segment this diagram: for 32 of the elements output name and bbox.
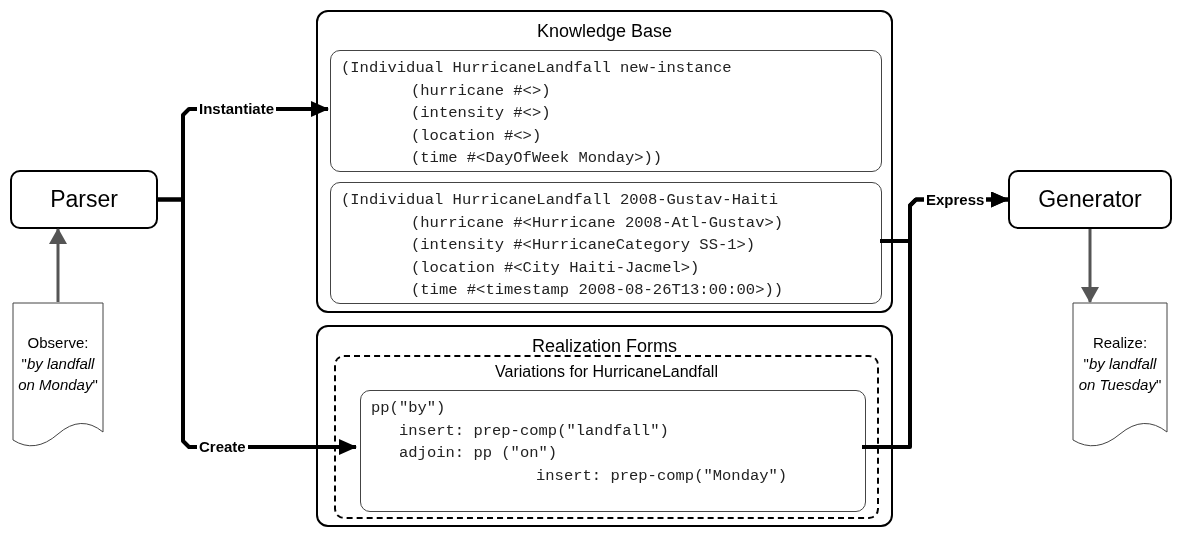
connector-arrow xyxy=(49,228,67,302)
document-heading: Observe: xyxy=(27,333,89,353)
container-box xyxy=(316,325,893,527)
connector-arrow xyxy=(158,197,357,455)
code-line: (Individual HurricaneLandfall new-instance xyxy=(341,58,732,79)
code-line: insert: prep-comp("Monday") xyxy=(536,465,788,487)
container-title: Realization Forms xyxy=(530,335,678,357)
quoted-phrase: "by landfall on Tuesday" xyxy=(1077,354,1163,395)
container-title: Knowledge Base xyxy=(535,20,674,42)
dashed-group-box xyxy=(334,355,879,519)
code-line: (hurricane #<Hurricane 2008-Atl-Gustav>) xyxy=(411,212,784,234)
process-box: Parser xyxy=(10,170,158,229)
process-box: Generator xyxy=(1008,170,1172,229)
container-box xyxy=(316,10,893,313)
code-line: (location #<City Haiti-Jacmel>) xyxy=(411,257,700,279)
code-line: (time #<timestamp 2008-08-26T13:00:00>)) xyxy=(411,280,784,301)
code-line: (time #<DayOfWeek Monday>)) xyxy=(411,148,663,169)
quoted-phrase: "by landfall on Monday" xyxy=(17,354,99,395)
code-line: pp("by") xyxy=(371,398,446,419)
document-heading: Realize: xyxy=(1092,333,1148,353)
code-line: (hurricane #<>) xyxy=(411,80,551,102)
code-line: (intensity #<HurricaneCategory SS-1>) xyxy=(411,235,756,256)
code-line: adjoin: pp ("on") xyxy=(399,443,558,464)
connector-arrow xyxy=(1081,229,1099,303)
code-line: (intensity #<>) xyxy=(411,103,551,124)
code-line: (location #<>) xyxy=(411,125,542,147)
code-box xyxy=(330,182,882,304)
code-box xyxy=(330,50,882,172)
code-line: (Individual HurricaneLandfall 2008-Gustav-Haiti xyxy=(341,190,779,211)
code-line: insert: prep-comp("landfall") xyxy=(399,420,669,442)
code-box xyxy=(360,390,866,512)
container-title: Variations for HurricaneLandfall xyxy=(494,362,719,382)
